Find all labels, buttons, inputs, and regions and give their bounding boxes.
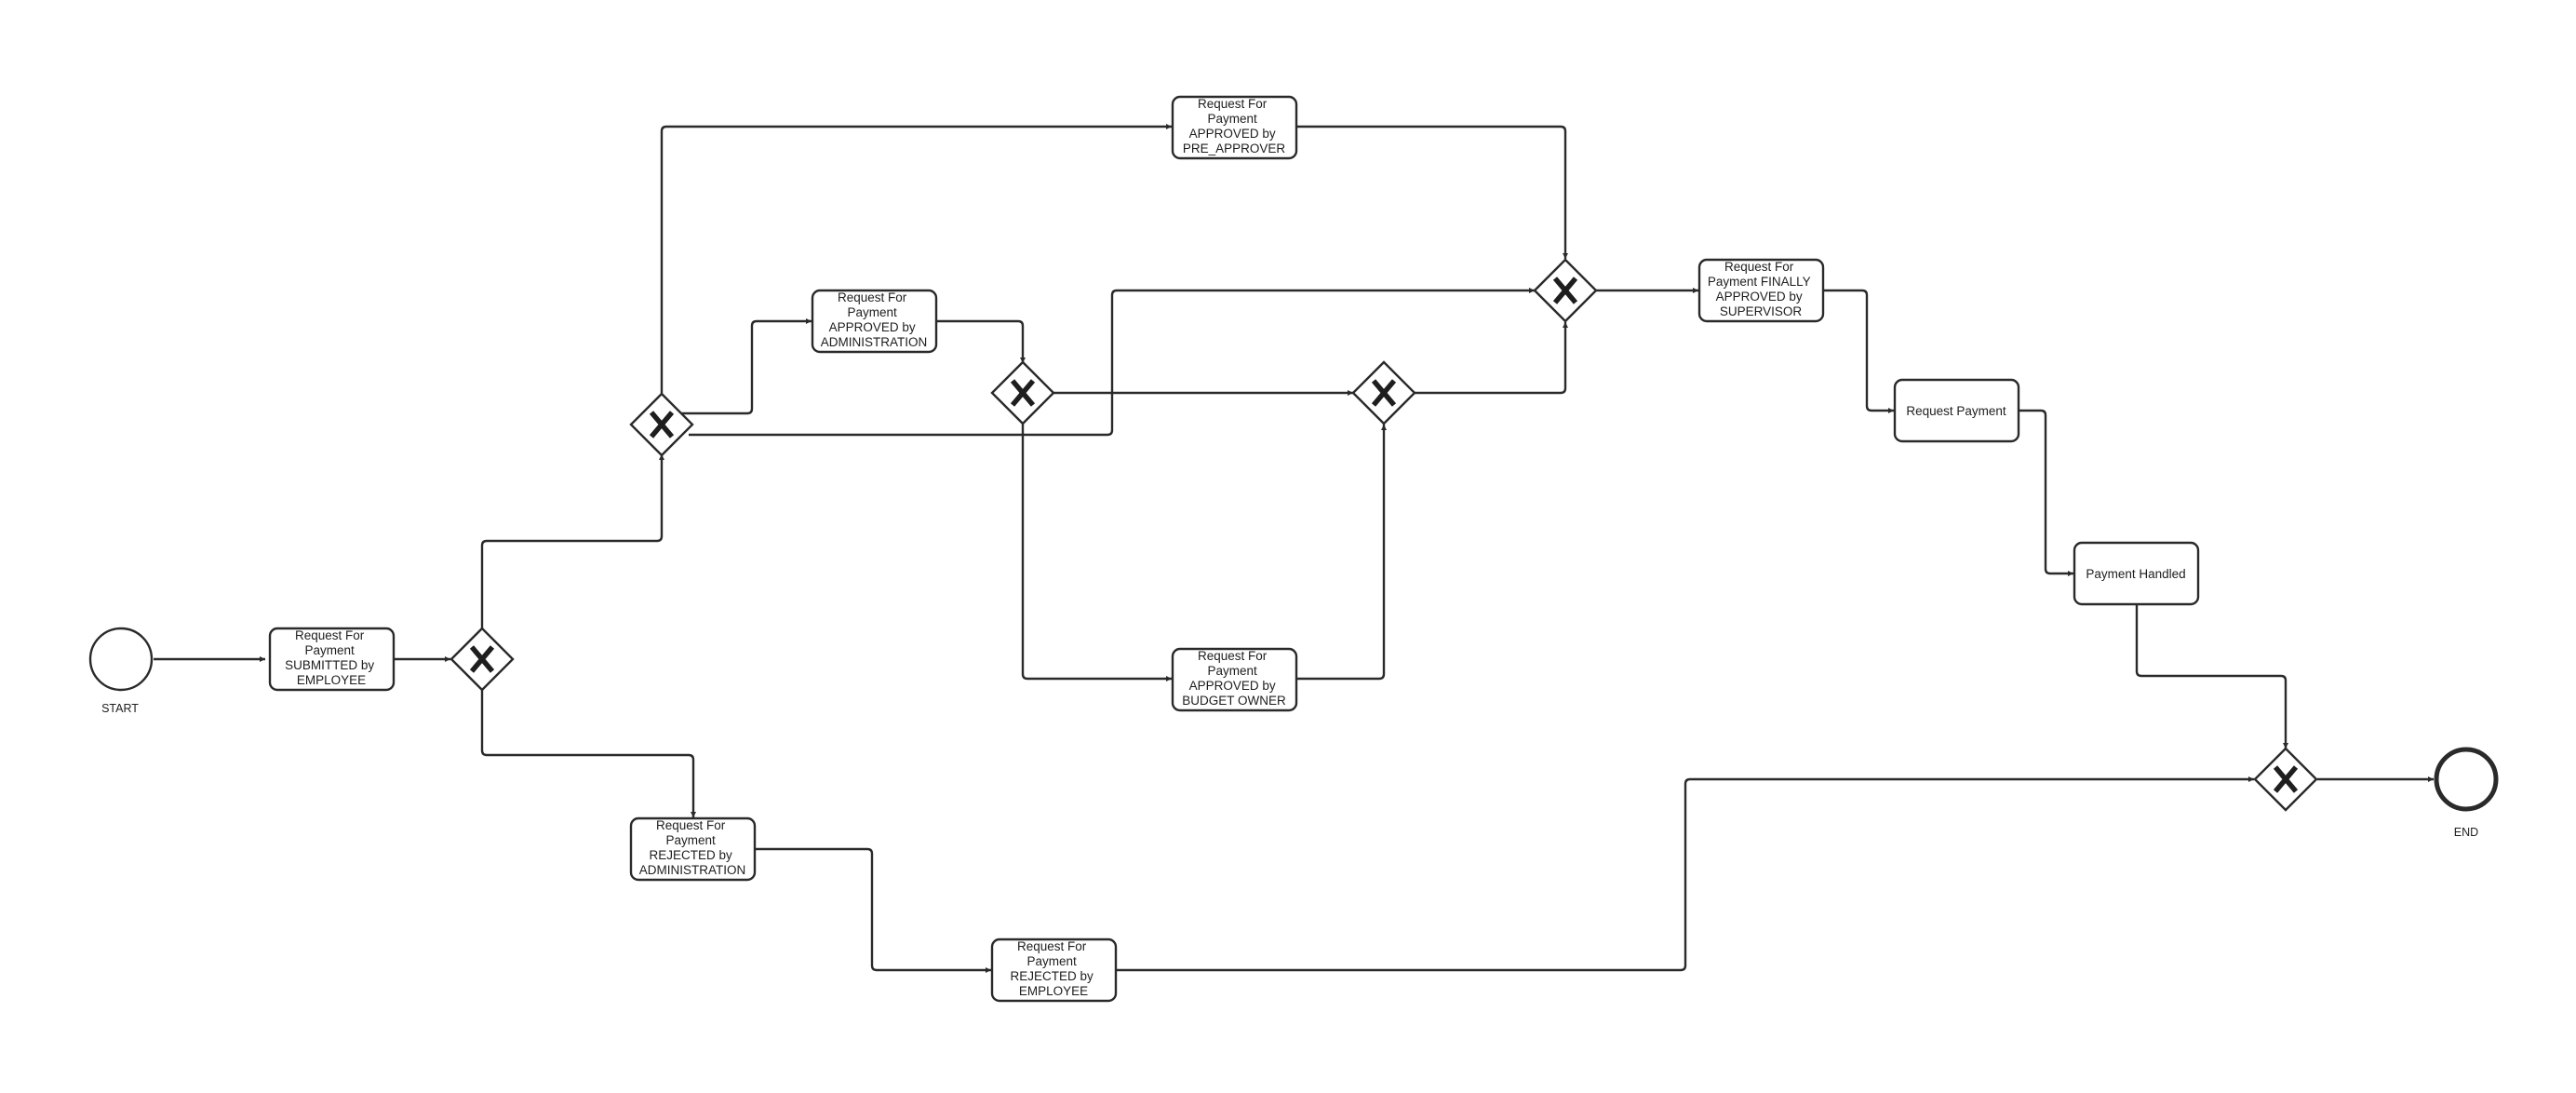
flow-g1-to-g2[interactable]	[480, 454, 664, 629]
task-label-line: Payment	[847, 305, 897, 319]
task-label-line: REJECTED by	[1010, 969, 1093, 983]
task-label-line: Request For	[838, 290, 907, 304]
task-label-line: Request For	[1198, 97, 1268, 111]
end-event-label: END	[2454, 826, 2478, 839]
task-label-line: Request For	[1198, 649, 1268, 663]
task-label-line: ADMINISTRATION	[639, 863, 746, 877]
task-label-line: Request For	[1017, 939, 1087, 953]
task-label: Request For Payment REJECTED by ADMINIST…	[639, 818, 746, 877]
task-label: Request For Payment SUBMITTED by EMPLOYE…	[285, 628, 378, 687]
task-box[interactable]	[990, 938, 1118, 1003]
task-box[interactable]	[1697, 258, 1825, 323]
task-payment-handled[interactable]: Payment Handled	[2073, 541, 2200, 606]
task-label-line: Request Payment	[1906, 404, 2006, 418]
flow-finally-approved-to-request-payment[interactable]	[1824, 289, 1894, 413]
gateway-exclusive-g1[interactable]	[449, 627, 515, 692]
task-label: Request For Payment APPROVED by BUDGET O…	[1182, 649, 1286, 708]
flow-g2-to-g5[interactable]	[689, 288, 1535, 437]
task-box[interactable]	[1171, 95, 1298, 160]
task-approved-by-budget-owner[interactable]: Request For Payment APPROVED by BUDGET O…	[1171, 647, 1298, 712]
task-label-line: ADMINISTRATION	[821, 335, 928, 349]
task-label-line: PRE_APPROVER	[1183, 142, 1286, 155]
flow-approved-pre-approver-to-g5[interactable]	[1296, 125, 1568, 259]
start-event-label: START	[101, 702, 139, 715]
gateway-exclusive-g5[interactable]	[1533, 258, 1598, 323]
sequence-flows	[154, 124, 2434, 973]
task-label-line: Payment	[304, 643, 355, 657]
flow-g4-to-g5[interactable]	[1415, 322, 1568, 395]
task-label: Request For Payment FINALLY APPROVED by …	[1708, 260, 1814, 318]
flow-rejected-employee-to-g6[interactable]	[1116, 776, 2254, 972]
task-label-line: APPROVED by	[1189, 679, 1276, 693]
end-event-circle[interactable]	[2434, 747, 2499, 812]
task-label-line: Request For	[1724, 260, 1794, 274]
flow-request-payment-to-payment-handled[interactable]	[2019, 409, 2073, 576]
gateway-x-icon	[1371, 379, 1397, 407]
task-box[interactable]	[1171, 647, 1298, 712]
gateway-exclusive-g3[interactable]	[990, 360, 1055, 425]
task-label: Request For Payment APPROVED by PRE_APPR…	[1183, 97, 1286, 155]
task-label-line: REJECTED by	[649, 848, 732, 862]
gateway-exclusive-g4[interactable]	[1351, 360, 1416, 425]
gateway-x-icon	[1010, 379, 1036, 407]
gateway-x-icon	[649, 411, 675, 439]
task-label-line: APPROVED by	[1189, 127, 1276, 141]
flow-approved-budget-owner-to-g4[interactable]	[1296, 425, 1387, 681]
task-label: Request Payment	[1906, 404, 2006, 418]
task-rejected-by-employee[interactable]: Request For Payment REJECTED by EMPLOYEE	[990, 938, 1118, 1003]
task-label-line: BUDGET OWNER	[1182, 694, 1286, 708]
task-box[interactable]	[268, 627, 396, 692]
gateway-x-icon	[2273, 765, 2299, 793]
gateway-exclusive-g6[interactable]	[2253, 747, 2318, 812]
flow-payment-handled-to-g6[interactable]	[2135, 605, 2288, 749]
task-label-line: Payment	[1026, 954, 1077, 968]
task-label-line: Payment	[1207, 664, 1257, 678]
task-label: Request For Payment APPROVED by ADMINIST…	[821, 290, 928, 349]
task-box[interactable]	[629, 816, 757, 882]
task-rejected-by-administration[interactable]: Request For Payment REJECTED by ADMINIST…	[629, 816, 757, 882]
task-label: Request For Payment REJECTED by EMPLOYEE	[1010, 939, 1096, 998]
task-label: Payment Handled	[2086, 567, 2185, 581]
task-approved-by-pre-approver[interactable]: Request For Payment APPROVED by PRE_APPR…	[1171, 95, 1298, 160]
start-event-circle[interactable]	[88, 627, 154, 692]
flow-rejected-administration-to-rejected-employee[interactable]	[756, 847, 991, 973]
task-label-line: SUPERVISOR	[1720, 304, 1803, 318]
task-submitted-by-employee[interactable]: Request For Payment SUBMITTED by EMPLOYE…	[268, 627, 396, 692]
task-label-line: APPROVED by	[1716, 290, 1803, 304]
task-request-payment[interactable]: Request Payment	[1893, 378, 2020, 443]
gateway-x-icon	[469, 645, 495, 673]
end-event[interactable]: END	[2434, 747, 2499, 839]
gateway-x-icon	[1552, 277, 1578, 304]
flow-g2-to-approved-pre-approver[interactable]	[660, 124, 1172, 395]
task-box[interactable]	[811, 289, 938, 354]
task-label-line: Request For	[295, 628, 365, 642]
task-box[interactable]	[2073, 541, 2200, 606]
task-label-line: Payment Handled	[2086, 567, 2185, 581]
task-label-line: EMPLOYEE	[1019, 984, 1088, 998]
task-label-line: APPROVED by	[829, 320, 916, 334]
task-box[interactable]	[1893, 378, 2020, 443]
flow-g2-to-approved-administration[interactable]	[680, 318, 812, 415]
flow-approved-administration-to-g3[interactable]	[936, 319, 1026, 363]
task-label-line: Payment	[665, 833, 716, 847]
flow-g1-to-rejected-administration[interactable]	[480, 689, 696, 817]
task-label-line: EMPLOYEE	[297, 673, 366, 687]
task-label-line: Payment FINALLY	[1708, 275, 1811, 289]
task-label-line: Request For	[656, 818, 726, 832]
start-event[interactable]: START	[88, 627, 154, 715]
flow-g3-to-approved-budget-owner[interactable]	[1021, 423, 1172, 681]
task-label-line: Payment	[1207, 112, 1257, 126]
gateway-exclusive-g2[interactable]	[629, 392, 694, 457]
task-label-line: SUBMITTED by	[285, 658, 374, 672]
task-approved-by-administration[interactable]: Request For Payment APPROVED by ADMINIST…	[811, 289, 938, 354]
task-finally-approved-by-supervisor[interactable]: Request For Payment FINALLY APPROVED by …	[1697, 258, 1825, 323]
